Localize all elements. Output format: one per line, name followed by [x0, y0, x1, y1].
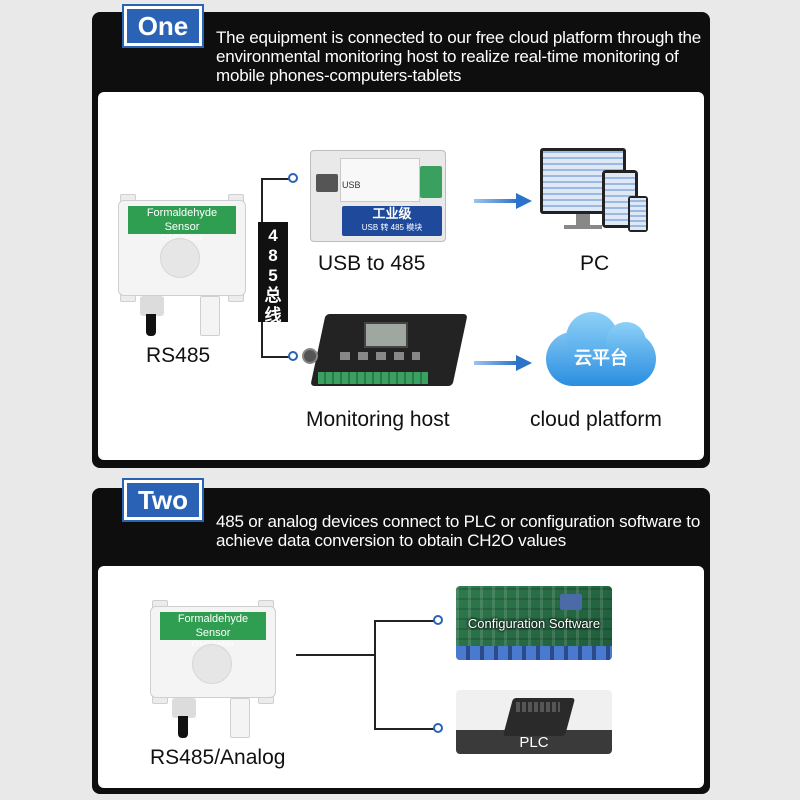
bus-node-bottom — [288, 351, 298, 361]
sensor-two-window — [192, 644, 232, 684]
sensor-two-cable — [178, 716, 188, 738]
arrow-to-cloud-head — [516, 355, 532, 371]
monitoring-host-label: Monitoring host — [306, 408, 450, 431]
chip-icon — [560, 594, 582, 610]
connector-main — [296, 654, 376, 656]
usb-port-icon — [316, 174, 338, 192]
pc-label: PC — [580, 252, 610, 275]
connector-node-bottom — [433, 723, 443, 733]
cloud-platform-label: cloud platform — [530, 408, 662, 431]
section-one-badge: One — [124, 6, 202, 46]
configuration-software-label: Configuration Software — [467, 616, 601, 631]
host-buttons — [340, 352, 420, 360]
sensor-two-label: RS485/Analog — [150, 746, 286, 769]
arrow-to-pc-head — [516, 193, 532, 209]
connector-vertical — [374, 620, 376, 730]
connector-node-top — [433, 615, 443, 625]
arrow-to-pc — [474, 199, 518, 203]
plc-label: PLC — [519, 734, 549, 751]
terminal-block — [420, 166, 442, 198]
section-two-description: 485 or analog devices connect to PLC or … — [216, 512, 701, 550]
sensor-two-label-strip: Formaldehyde Sensor CH₂O Sensor — [160, 612, 266, 648]
arrow-to-cloud — [474, 361, 518, 365]
sensor-window — [160, 238, 200, 278]
sensor-two-probe — [230, 698, 250, 738]
connector-top — [374, 620, 436, 622]
usb-converter-label: USB to 485 — [318, 252, 426, 275]
usb-port-text: USB — [342, 180, 361, 190]
phone-icon — [628, 196, 648, 232]
monitor-icon — [540, 148, 626, 214]
sensor-cable — [146, 314, 156, 336]
host-antenna-port — [302, 348, 318, 364]
bus-node-top — [288, 173, 298, 183]
plc-image: PLC — [456, 690, 612, 754]
section-one-description: The equipment is connected to our free c… — [216, 28, 702, 85]
sensor-two-cable-gland — [172, 698, 196, 718]
host-terminals — [318, 372, 428, 384]
sensor-cable-gland — [140, 296, 164, 316]
bus-line-bottom — [261, 356, 291, 358]
cloud-text: 云平台 — [574, 348, 628, 368]
sensor-label-rs485: RS485 — [146, 344, 211, 367]
connector-bottom — [374, 728, 436, 730]
section-two-badge: Two — [124, 480, 202, 520]
sensor-label-strip: Formaldehyde Sensor CH₂O Sensor — [128, 206, 236, 242]
sensor-probe — [200, 296, 220, 336]
configuration-software-image: Configuration Software — [456, 586, 612, 660]
usb-converter-tag: 工业级 USB 转 485 模块 — [342, 206, 442, 236]
bus-label-485: 4 8 5 总 线 — [258, 222, 288, 325]
bus-line-top — [261, 178, 291, 180]
host-screen — [364, 322, 408, 348]
